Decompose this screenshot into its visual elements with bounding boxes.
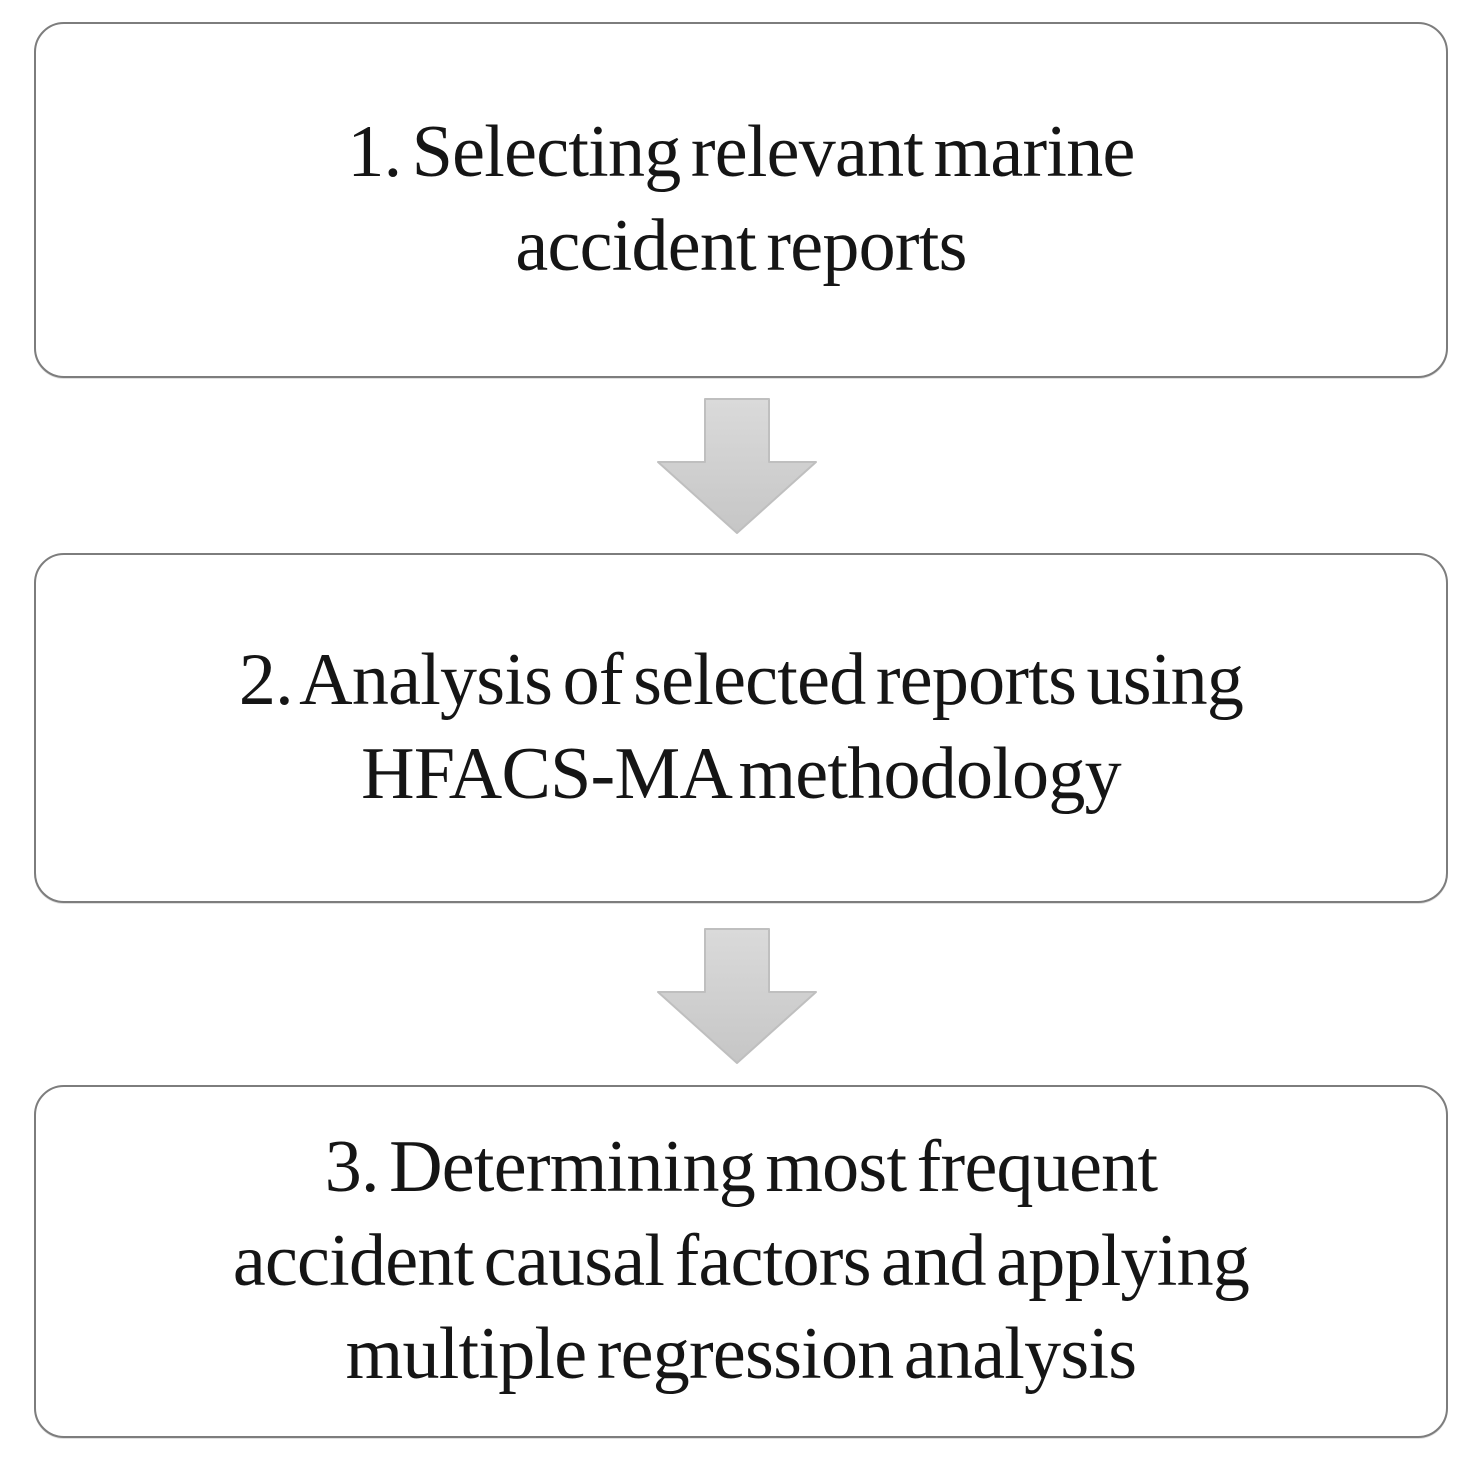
step-3-line-1: 3. Determining most frequent (324, 1125, 1158, 1208)
step-box-3: 3. Determining most frequent accident ca… (34, 1085, 1448, 1438)
step-3-line-2: accident causal factors and applying (232, 1219, 1250, 1302)
step-3-line-3: multiple regression analysis (345, 1313, 1137, 1396)
step-box-1: 1. Selecting relevant marine accident re… (34, 22, 1448, 378)
down-arrow-icon (657, 398, 817, 534)
step-1-line-1: 1. Selecting relevant marine (347, 111, 1135, 194)
step-box-2: 2. Analysis of selected reports using HF… (34, 553, 1448, 903)
step-2-line-2: HFACS-MA methodology (361, 733, 1121, 815)
step-1-line-2: accident reports (515, 205, 967, 287)
down-arrow-icon (657, 928, 817, 1064)
step-2-line-1: 2. Analysis of selected reports using (238, 639, 1244, 722)
